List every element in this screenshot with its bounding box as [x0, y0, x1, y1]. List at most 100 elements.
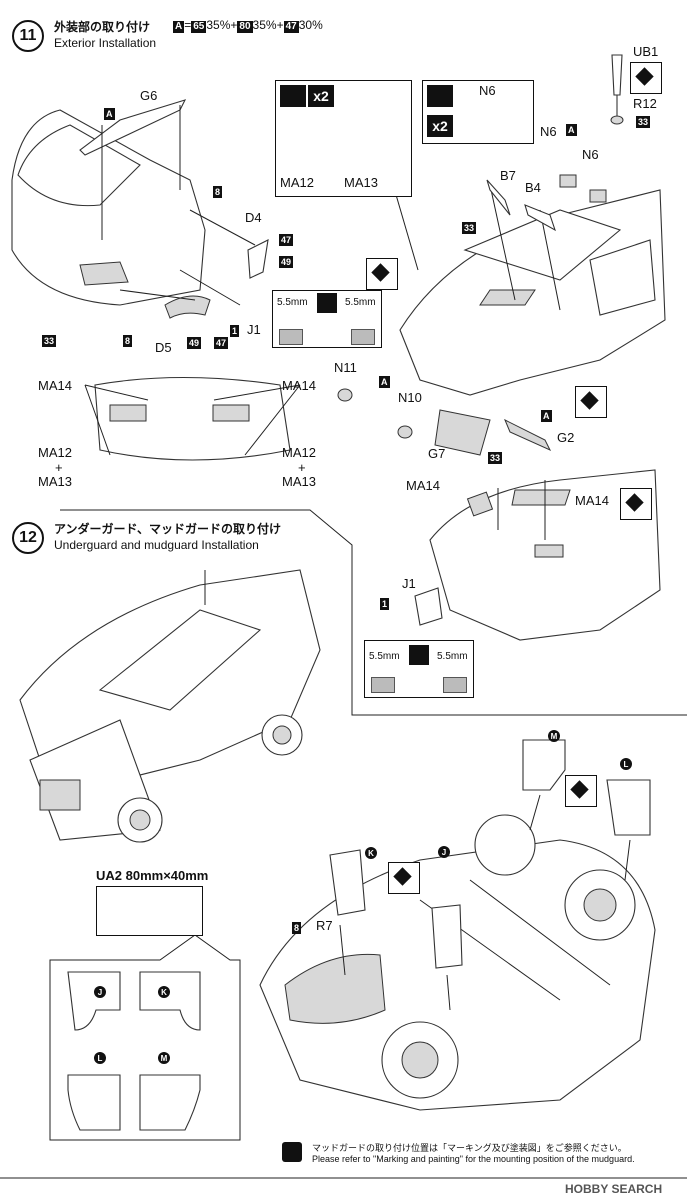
paint-plus-1: + [230, 18, 238, 32]
diamond-decal-icon-ub1 [630, 62, 662, 94]
label-ub1: UB1 [633, 44, 659, 59]
times-two-badge-a: x2 [308, 85, 334, 107]
cube-logo-icon [317, 293, 337, 313]
ua2-label: UA2 80mm×40mm [96, 868, 209, 883]
ua2-shape-k [139, 971, 201, 1031]
diamond-decal-icon-under-a [565, 775, 597, 807]
label-j1-b: J1 [402, 576, 416, 591]
label-ma14-c: MA14 [406, 478, 440, 493]
pen-note-icon [282, 1142, 302, 1162]
label-n10: N10 [398, 390, 422, 405]
label-ma12-b: MA12 [38, 445, 72, 460]
step-12-number: 12 [12, 522, 44, 554]
label-ma14-a: MA14 [38, 378, 72, 393]
note-en: Please refer to "Marking and painting" f… [312, 1154, 635, 1164]
code-8-b: 8 [123, 335, 133, 347]
mirror-g2 [504, 418, 552, 452]
code-l: L [620, 758, 632, 770]
label-n6-b: N6 [540, 124, 557, 139]
mudflap-d4 [247, 239, 269, 279]
code-49-a: 49 [279, 256, 294, 268]
label-ma12-c: MA12 [282, 445, 316, 460]
mudflap-m [522, 739, 566, 791]
code-m: M [548, 730, 560, 742]
paint-code-2: 80 [237, 21, 253, 33]
label-g6: G6 [140, 88, 158, 103]
ua2-code-j: J [94, 986, 106, 998]
ma12-ma13-box: x2 MA12 MA13 [275, 80, 412, 197]
paint-plus-2: + [276, 18, 284, 32]
gray-swatch-right-b [443, 677, 467, 693]
ua2-shape-m [139, 1074, 201, 1131]
gray-swatch-left [279, 329, 303, 345]
label-ma14-d: MA14 [575, 493, 609, 508]
underguard-r7 [284, 953, 386, 1024]
label-n6-c: N6 [582, 147, 599, 162]
dim-1: 5.5mm [277, 297, 308, 308]
code-1-b: 1 [380, 598, 390, 610]
label-b4: B4 [525, 180, 541, 195]
label-d5: D5 [155, 340, 172, 355]
ua2-code-k: K [158, 986, 170, 998]
paint-ratio-2: 35% [252, 18, 277, 32]
label-d4: D4 [245, 210, 262, 225]
code-1-a: 1 [230, 325, 240, 337]
j1-decal-box: 5.5mm 5.5mm [272, 290, 382, 348]
dim-3: 5.5mm [369, 651, 400, 662]
ua2-code-m: M [158, 1052, 170, 1064]
dim-4: 5.5mm [437, 651, 468, 662]
diamond-decal-icon-under-b [388, 862, 420, 894]
label-n6-a: N6 [479, 83, 496, 98]
mudflap-l [606, 779, 651, 836]
code-k: K [365, 847, 377, 859]
watermark: HOBBY SEARCH [565, 1182, 663, 1196]
gray-swatch-right [351, 329, 375, 345]
code-33-a: 33 [42, 335, 57, 347]
label-n11: N11 [334, 360, 357, 375]
paint-code-1: 65 [191, 21, 207, 33]
code-a-4: A [541, 410, 552, 422]
code-33-c: 33 [636, 116, 651, 128]
windshield [463, 209, 622, 281]
cube-logo-icon-3 [409, 645, 429, 665]
code-49-b: 49 [187, 337, 202, 349]
paint-eq: = [184, 18, 192, 32]
rear-wing-g6 [79, 99, 187, 156]
grille-g7 [434, 409, 491, 456]
label-ma13-b: MA13 [38, 474, 72, 489]
n6-box: x2 N6 [422, 80, 534, 144]
diamond-decal-icon-front [366, 258, 398, 290]
paint-ratio-1: 35% [206, 18, 231, 32]
label-ma14-b: MA14 [282, 378, 316, 393]
label-b7: B7 [500, 168, 516, 183]
ua2-sheet [96, 886, 203, 936]
step-12-title-en: Underguard and mudguard Installation [54, 538, 259, 552]
label-j1: J1 [247, 322, 261, 337]
plus-a: + [55, 460, 63, 475]
ua2-code-l: L [94, 1052, 106, 1064]
plane-decal-icon [280, 85, 306, 107]
code-a-1: A [104, 108, 115, 120]
label-r12: R12 [633, 96, 657, 111]
label-ma12: MA12 [280, 175, 314, 190]
side-window [589, 239, 656, 316]
label-g7: G7 [428, 446, 446, 461]
code-33-b: 33 [462, 222, 477, 234]
note-jp: マッドガードの取り付け位置は「マーキング及び塗装図」をご参照ください。 [312, 1143, 627, 1153]
ua2-callout-frame [49, 934, 241, 1141]
gray-swatch-left-b [371, 677, 395, 693]
paint-ratio-3: 30% [298, 18, 323, 32]
step-11-number: 11 [12, 20, 44, 52]
hood-outline [94, 376, 291, 461]
cube-logo-icon-2 [427, 85, 453, 107]
diamond-decal-icon-side [575, 386, 607, 418]
code-47-a: 47 [279, 234, 294, 246]
diamond-decal-icon-roof [620, 488, 652, 520]
label-r7: R7 [316, 918, 333, 933]
plus-b: + [298, 460, 306, 475]
code-a-3: A [379, 376, 390, 388]
j1-decal-box-b: 5.5mm 5.5mm [364, 640, 474, 698]
times-two-badge-b: x2 [427, 115, 453, 137]
label-g2: G2 [557, 430, 575, 445]
